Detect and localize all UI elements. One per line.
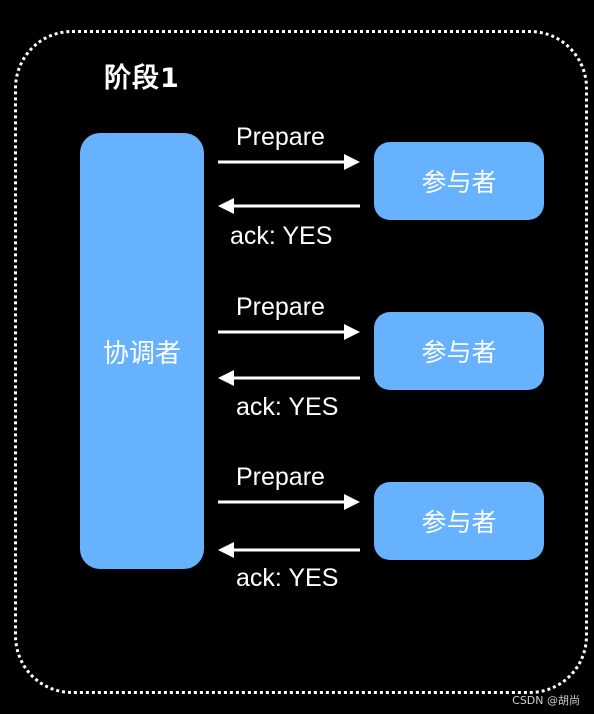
ack-label-1: ack: YES bbox=[230, 222, 333, 250]
participant-node-1: 参与者 bbox=[374, 142, 544, 220]
ack-arrow-3 bbox=[218, 542, 360, 558]
ack-label-2: ack: YES bbox=[236, 393, 339, 421]
prepare-arrow-1 bbox=[218, 154, 360, 170]
coordinator-label: 协调者 bbox=[102, 338, 181, 369]
ack-arrow-2 bbox=[218, 370, 360, 386]
participant-label: 参与者 bbox=[421, 338, 497, 367]
participant-node-3: 参与者 bbox=[374, 482, 544, 560]
coordinator-node: 协调者 bbox=[80, 133, 204, 569]
prepare-arrow-3 bbox=[218, 494, 360, 510]
stage-border bbox=[14, 30, 588, 694]
participant-label: 参与者 bbox=[421, 168, 497, 197]
stage-title: 阶段1 bbox=[104, 63, 180, 94]
prepare-label-1: Prepare bbox=[236, 123, 325, 151]
prepare-label-2: Prepare bbox=[236, 293, 325, 321]
watermark: CSDN @胡尚 bbox=[512, 694, 580, 707]
ack-arrow-1 bbox=[218, 198, 360, 214]
participant-node-2: 参与者 bbox=[374, 312, 544, 390]
participant-label: 参与者 bbox=[421, 508, 497, 537]
prepare-label-3: Prepare bbox=[236, 463, 325, 491]
prepare-arrow-2 bbox=[218, 324, 360, 340]
ack-label-3: ack: YES bbox=[236, 564, 339, 592]
